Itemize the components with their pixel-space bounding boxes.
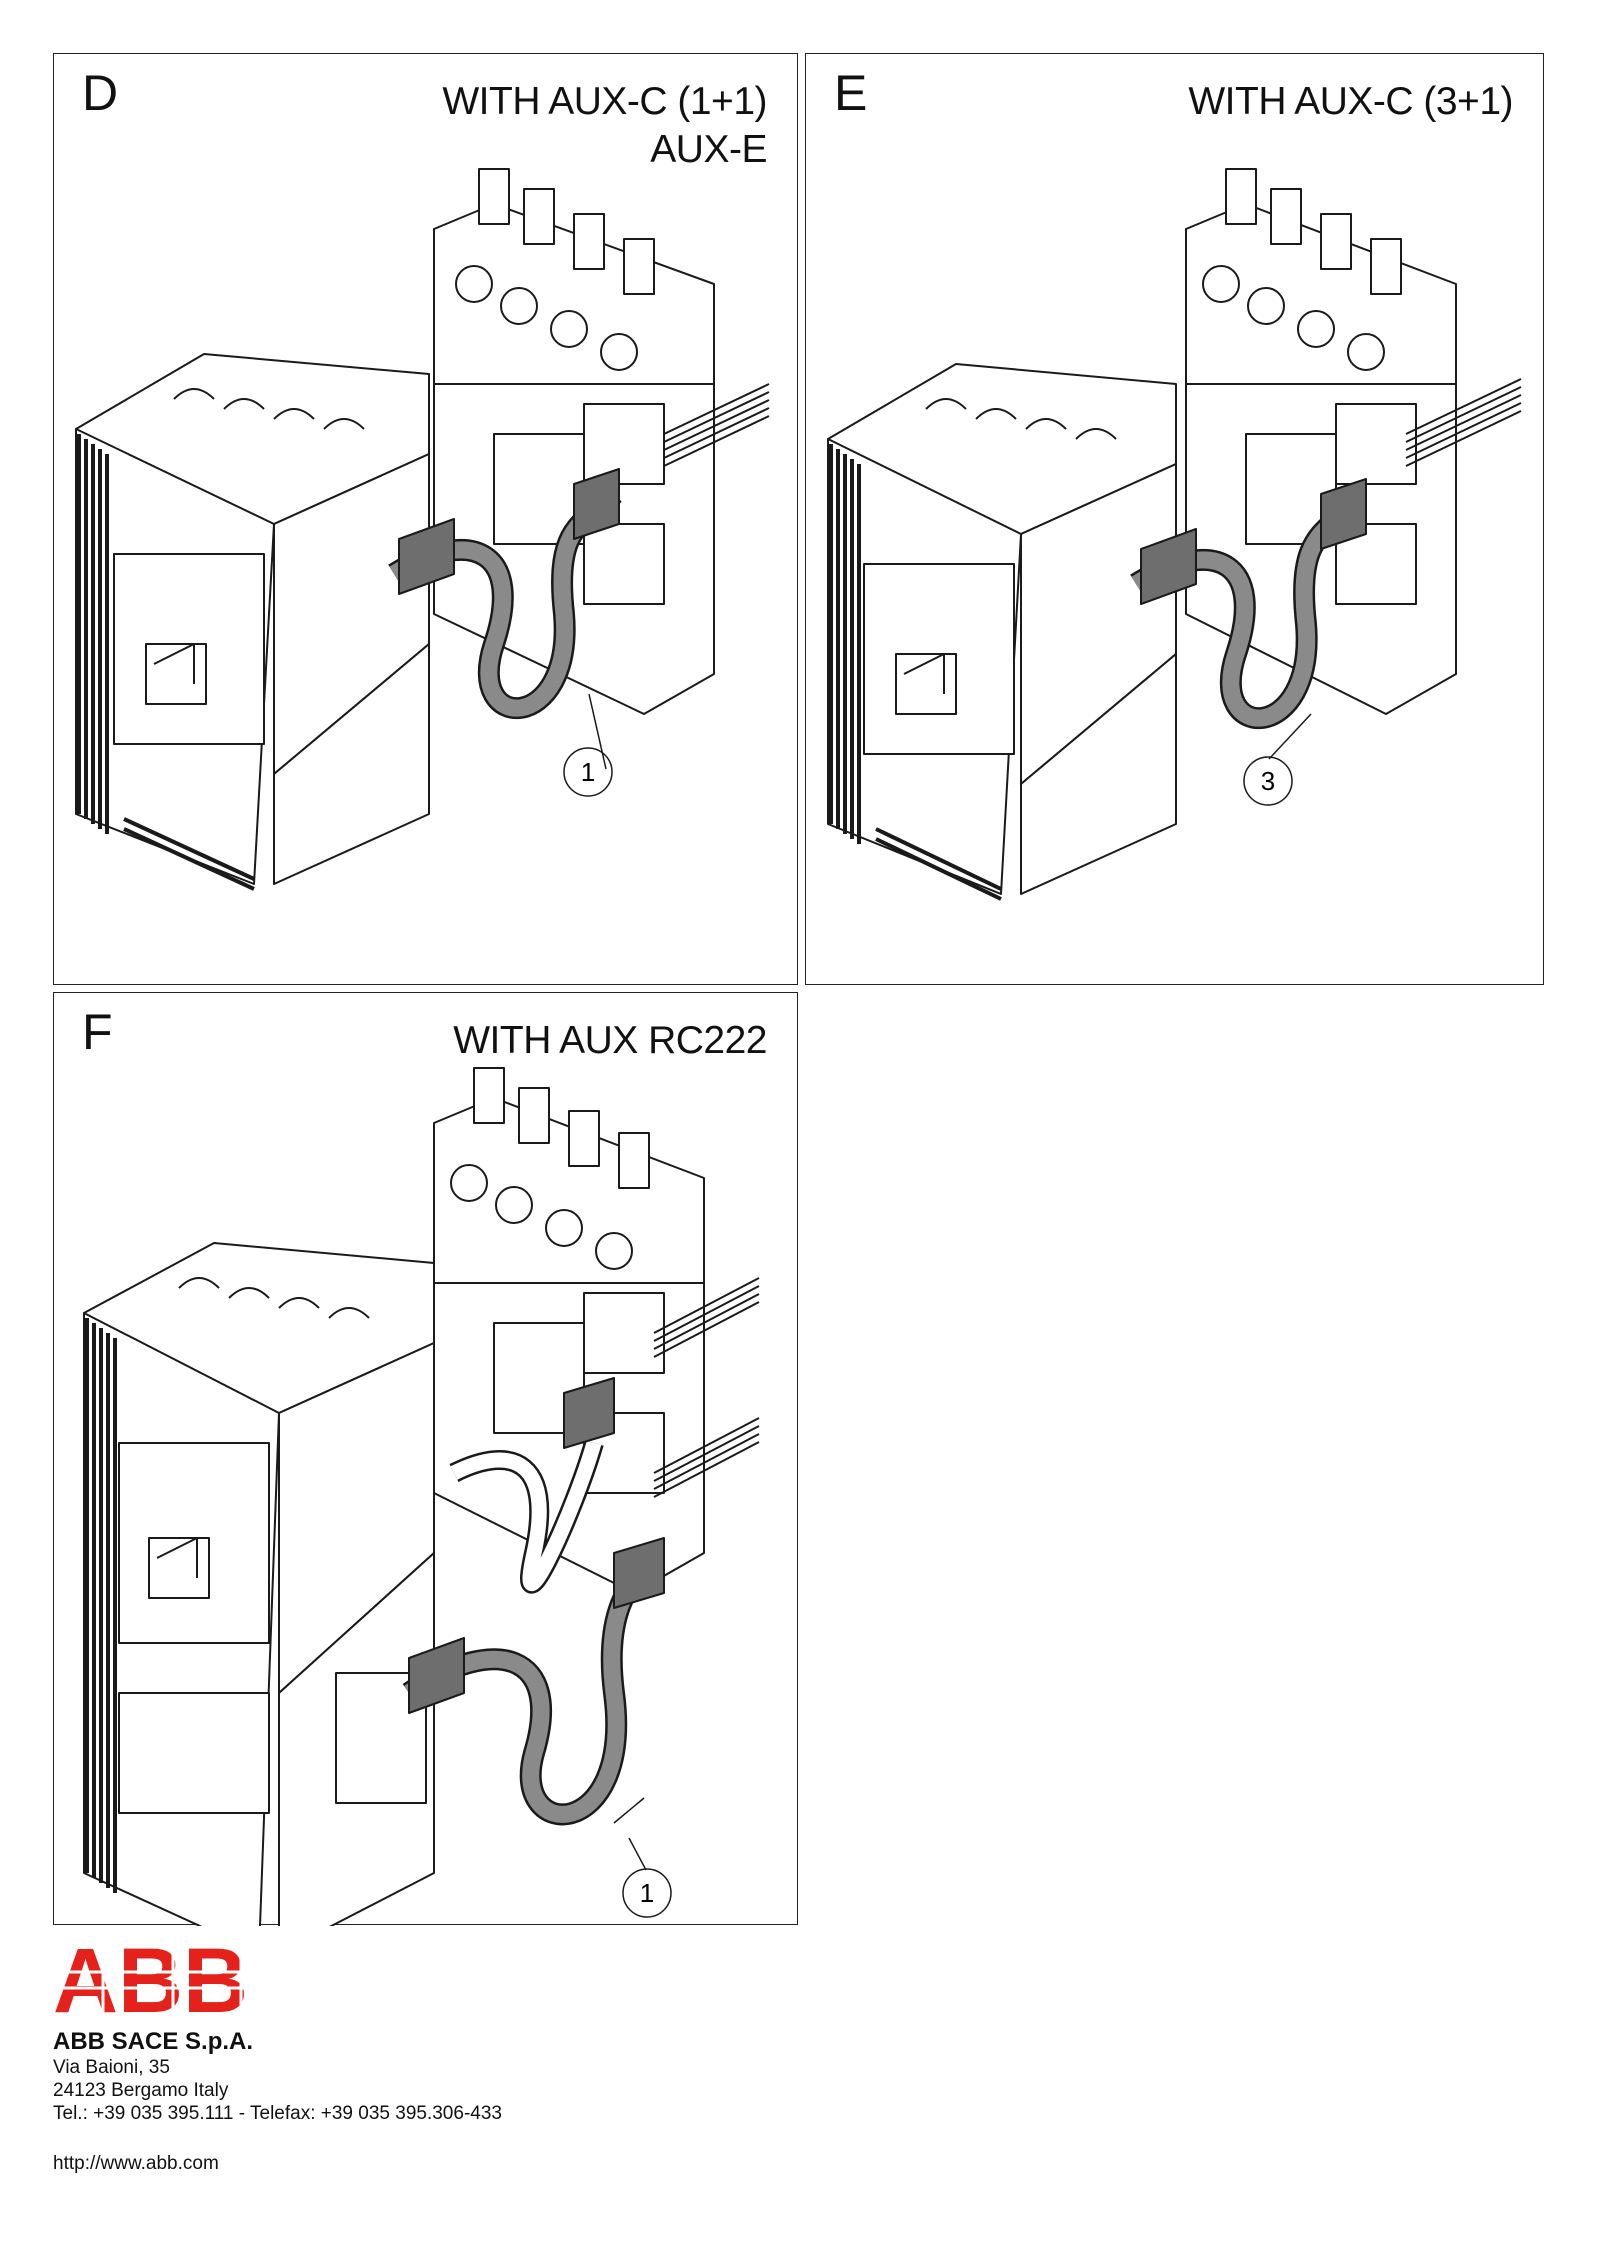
panel-letter: F <box>82 1004 113 1060</box>
callout-number: 1 <box>581 757 595 787</box>
callout-circle-icon <box>1243 713 1312 806</box>
footer: ABB ABB SACE S.p.A. Via Baioni, 35 24123… <box>53 1940 753 2175</box>
panel-letter: D <box>82 65 119 121</box>
company-name: ABB SACE S.p.A. <box>53 2028 254 2055</box>
circuit-breaker-drawing <box>83 1242 435 1926</box>
auxiliary-cable-drawing <box>1130 478 1367 730</box>
breaker-ribs <box>77 434 255 891</box>
breaker-ribs <box>85 1318 117 1893</box>
callout-number: 1 <box>640 1878 654 1908</box>
breaker-ribs <box>829 444 1002 901</box>
panel-title-line: WITH AUX RC222 <box>453 1019 767 1062</box>
assembly-illustration: 1 <box>83 1067 760 1926</box>
panel-title: WITH AUX RC222 <box>453 1017 767 1065</box>
address-line: 24123 Bergamo Italy <box>53 2080 229 2101</box>
address-line: Via Baioni, 35 <box>53 2057 170 2078</box>
auxiliary-cable-drawing <box>402 1377 665 1826</box>
panel-title: WITH AUX-C (1+1) AUX-E <box>442 78 767 174</box>
panel-f: F WITH AUX RC222 <box>53 992 798 1926</box>
assembly-illustration: 3 <box>827 168 1522 901</box>
callout-circle-icon <box>613 1797 672 1918</box>
terminal-wires <box>1405 378 1522 467</box>
website-link[interactable]: http://www.abb.com <box>53 2153 219 2174</box>
panel-title: WITH AUX-C (3+1) <box>1188 78 1513 126</box>
abb-logo-text: ABB <box>53 1940 248 2020</box>
circuit-breaker-drawing <box>75 353 430 885</box>
panel-letter: E <box>834 65 868 121</box>
abb-logo: ABB <box>53 1940 253 2020</box>
panel-title-line: WITH AUX-C (3+1) <box>1188 80 1513 123</box>
contact-line: Tel.: +39 035 395.111 - Telefax: +39 035… <box>53 2103 502 2124</box>
panel-title-line: WITH AUX-C (1+1) <box>442 80 767 123</box>
auxiliary-cable-drawing <box>388 468 622 720</box>
callout-circle-icon <box>563 693 613 797</box>
terminal-block-drawing <box>1185 168 1457 715</box>
panel-d: D WITH AUX-C (1+1) AUX-E <box>53 53 798 985</box>
panel-e: E WITH AUX-C (3+1) <box>805 53 1544 985</box>
terminal-wires <box>653 1277 760 1498</box>
callout-number: 3 <box>1261 766 1275 796</box>
circuit-breaker-drawing <box>827 363 1177 895</box>
terminal-wires <box>663 383 770 467</box>
assembly-illustration: 1 <box>75 168 770 891</box>
panel-title-line: AUX-E <box>650 128 767 171</box>
